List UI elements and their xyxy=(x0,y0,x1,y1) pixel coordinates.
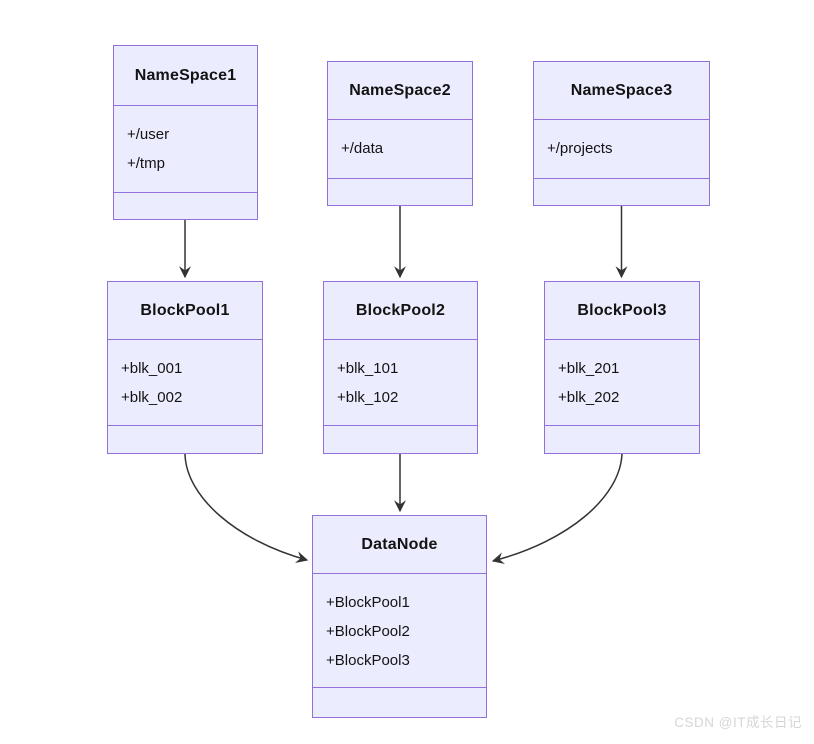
node-attribute: +blk_001 xyxy=(121,360,183,377)
node-attribute: +BlockPool1 xyxy=(326,594,410,611)
node-attributes: +/data xyxy=(328,119,472,178)
node-empty-compartment xyxy=(313,687,486,717)
class-node-namespace1: NameSpace1 +/user +/tmp xyxy=(113,45,258,220)
node-attributes: +/user +/tmp xyxy=(114,105,257,192)
node-attribute: +/data xyxy=(341,140,384,157)
class-node-namespace3: NameSpace3 +/projects xyxy=(533,61,710,206)
node-attributes: +BlockPool1 +BlockPool2 +BlockPool3 xyxy=(313,573,486,687)
node-title: BlockPool3 xyxy=(577,301,667,319)
node-attributes: +/projects xyxy=(534,119,709,178)
node-empty-compartment xyxy=(534,178,709,205)
node-title: NameSpace3 xyxy=(570,81,673,99)
node-attribute: +BlockPool2 xyxy=(326,623,410,640)
node-attribute: +/user xyxy=(127,126,170,143)
node-attribute: +blk_002 xyxy=(121,389,183,406)
class-node-blockpool3: BlockPool3 +blk_201 +blk_202 xyxy=(544,281,700,454)
node-attribute: +blk_102 xyxy=(337,389,399,406)
node-attribute: +/projects xyxy=(547,140,613,157)
node-attributes: +blk_201 +blk_202 xyxy=(545,339,699,425)
node-empty-compartment xyxy=(108,425,262,453)
node-attributes: +blk_001 +blk_002 xyxy=(108,339,262,425)
node-title: NameSpace2 xyxy=(349,81,451,99)
class-node-namespace2: NameSpace2 +/data xyxy=(327,61,473,206)
node-empty-compartment xyxy=(328,178,472,205)
node-title: BlockPool2 xyxy=(355,301,446,319)
node-attributes: +blk_101 +blk_102 xyxy=(324,339,477,425)
node-empty-compartment xyxy=(324,425,477,453)
node-title: BlockPool1 xyxy=(140,301,230,319)
watermark: CSDN @IT成长日记 xyxy=(674,715,802,730)
class-node-blockpool1: BlockPool1 +blk_001 +blk_002 xyxy=(107,281,263,454)
node-attribute: +BlockPool3 xyxy=(326,652,410,669)
node-attribute: +blk_202 xyxy=(558,389,620,406)
node-empty-compartment xyxy=(114,192,257,219)
node-attribute: +blk_101 xyxy=(337,360,399,377)
node-attribute: +/tmp xyxy=(127,155,165,172)
node-title: NameSpace1 xyxy=(134,66,237,84)
node-attribute: +blk_201 xyxy=(558,360,620,377)
node-empty-compartment xyxy=(545,425,699,453)
arrow-blockpool3-datanode xyxy=(491,453,623,565)
class-node-datanode: DataNode +BlockPool1 +BlockPool2 +BlockP… xyxy=(312,515,487,718)
arrow-blockpool1-datanode xyxy=(184,453,309,563)
class-node-blockpool2: BlockPool2 +blk_101 +blk_102 xyxy=(323,281,478,454)
node-title: DataNode xyxy=(361,535,438,553)
